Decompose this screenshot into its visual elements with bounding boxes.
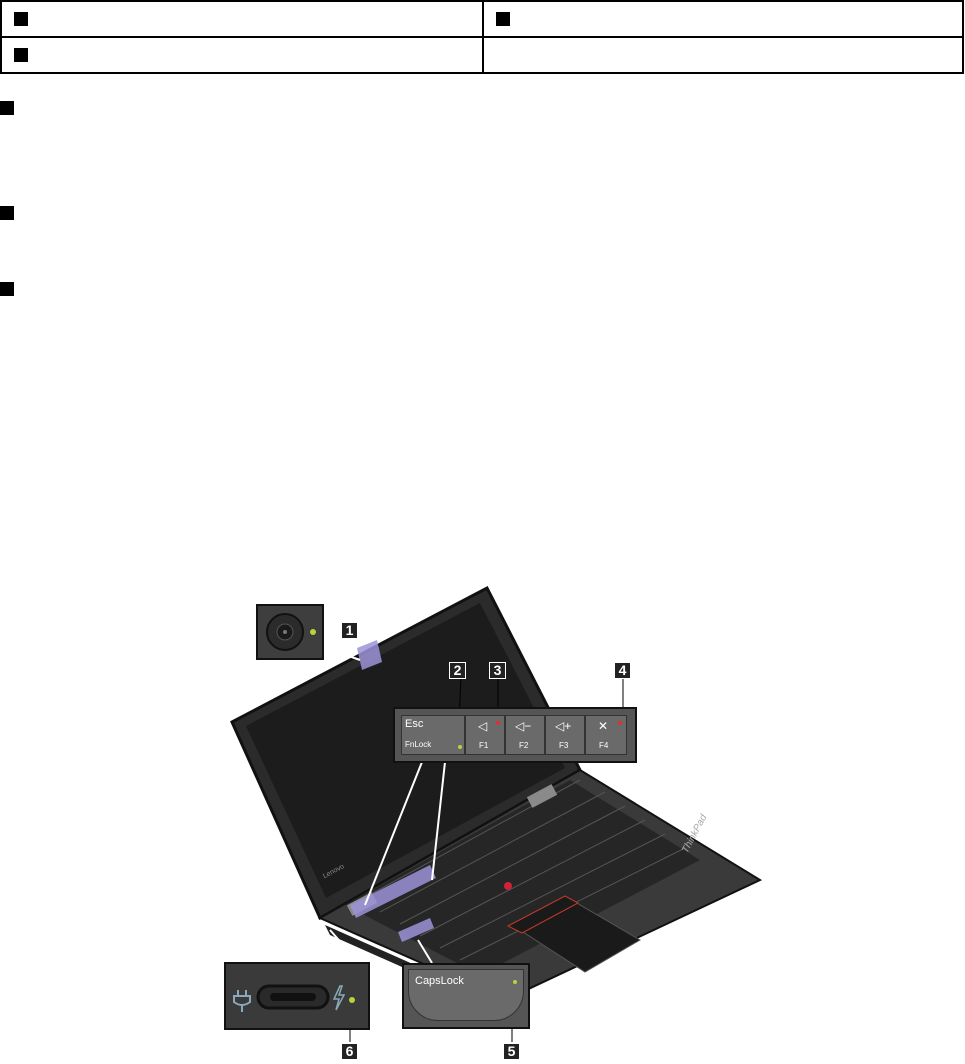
charging-indicator-icon bbox=[349, 997, 355, 1003]
volume-down-icon: ◁− bbox=[515, 719, 531, 733]
esc-key: Esc FnLock bbox=[401, 715, 465, 755]
esc-label: Esc bbox=[405, 718, 423, 730]
camera-icon bbox=[258, 606, 322, 658]
charging-icon bbox=[334, 986, 344, 1010]
f4-label: F4 bbox=[599, 741, 608, 750]
f2-label: F2 bbox=[519, 741, 528, 750]
capslock-inset: CapsLock bbox=[402, 963, 530, 1029]
f2-key: ◁− F2 bbox=[505, 715, 545, 755]
callout-3: 3 bbox=[489, 662, 506, 679]
mic-mute-icon: ✕ bbox=[598, 719, 608, 733]
callout-4: 4 bbox=[614, 662, 631, 679]
fnlock-indicator-icon bbox=[458, 745, 462, 749]
callout-5: 5 bbox=[503, 1043, 520, 1060]
capslock-label: CapsLock bbox=[415, 975, 464, 987]
trackpoint bbox=[504, 882, 512, 890]
callout-line bbox=[318, 645, 360, 660]
fnlock-label: FnLock bbox=[405, 740, 431, 749]
f3-key: ◁+ F3 bbox=[545, 715, 585, 755]
plug-icon bbox=[234, 990, 250, 1012]
f3-label: F3 bbox=[559, 741, 568, 750]
usb-c-inset bbox=[224, 962, 370, 1030]
f1-label: F1 bbox=[479, 741, 488, 750]
mute-icon: ◁ bbox=[478, 719, 487, 733]
f1-key: ◁ F1 bbox=[465, 715, 505, 755]
usb-c-port-illustration bbox=[226, 964, 368, 1028]
capslock-indicator-icon bbox=[513, 980, 517, 984]
callout-1: 1 bbox=[341, 622, 358, 639]
callout-2: 2 bbox=[449, 662, 466, 679]
f4-key: ✕ F4 bbox=[585, 715, 627, 755]
volume-up-icon: ◁+ bbox=[555, 719, 571, 733]
mic-mute-indicator-icon bbox=[618, 721, 622, 725]
camera-inset bbox=[256, 604, 324, 660]
callout-6: 6 bbox=[341, 1043, 358, 1060]
function-keys-inset: Esc FnLock ◁ F1 ◁− F2 ◁+ F3 ✕ F4 bbox=[393, 707, 637, 763]
mute-indicator-icon bbox=[496, 721, 500, 725]
capslock-key: CapsLock bbox=[408, 969, 524, 1021]
